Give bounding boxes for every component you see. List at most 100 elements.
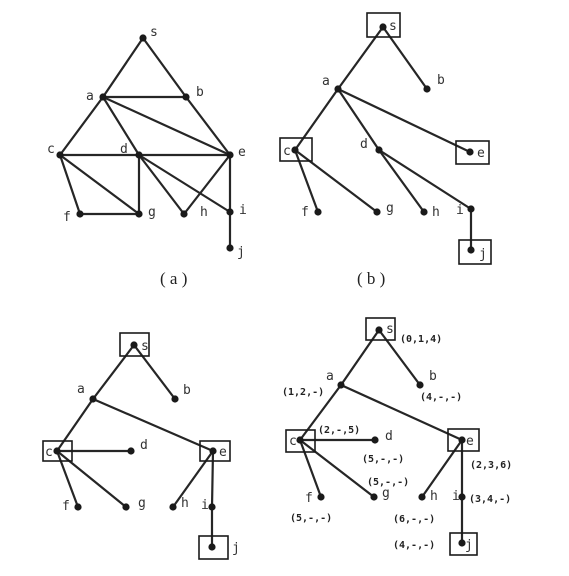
label-d: d	[140, 438, 148, 453]
label-a: a	[326, 369, 334, 384]
node-h	[418, 493, 426, 501]
edge-s-a	[91, 343, 136, 401]
annotation-g: (5,-,-)	[367, 477, 409, 488]
node-b	[182, 93, 190, 101]
annotation-f: (5,-,-)	[290, 513, 332, 524]
node-g	[373, 208, 381, 216]
label-c: c	[47, 142, 55, 157]
annotation-i: (3,4,-)	[469, 494, 511, 505]
node-s	[130, 341, 138, 349]
node-e	[466, 148, 474, 156]
node-g	[370, 493, 378, 501]
node-f	[314, 208, 322, 216]
edge-e-i	[210, 449, 215, 509]
label-j: j	[479, 247, 487, 262]
edge-c-g	[298, 438, 376, 499]
edge-a-e	[336, 87, 472, 154]
annotation-s: (0,1,4)	[400, 334, 442, 345]
label-a: a	[77, 382, 85, 397]
node-d	[127, 447, 135, 455]
caption-a: ( a )	[160, 269, 187, 288]
annotation-b: (4,-,-)	[420, 392, 462, 403]
box-s	[366, 12, 401, 38]
label-e: e	[466, 434, 474, 449]
edge-d-i	[377, 148, 473, 211]
node-d	[375, 146, 383, 154]
edge-c-g	[58, 153, 141, 216]
node-b	[171, 395, 179, 403]
node-j	[467, 246, 475, 254]
box-c	[42, 440, 73, 462]
annotation-e: (2,3,6)	[470, 460, 512, 471]
edge-d-h	[137, 153, 186, 216]
edge-a-e	[101, 95, 232, 157]
node-g	[122, 503, 130, 511]
edge-a-c	[293, 87, 340, 152]
label-b: b	[183, 383, 191, 398]
node-s	[379, 23, 387, 31]
label-i: i	[456, 203, 464, 218]
label-c: c	[283, 144, 291, 159]
node-i	[208, 503, 216, 511]
label-j: j	[232, 541, 240, 556]
node-e	[458, 436, 466, 444]
label-g: g	[138, 496, 146, 511]
edge-s-a	[101, 36, 145, 99]
label-s: s	[386, 322, 394, 337]
label-i: i	[201, 498, 209, 513]
box-e	[455, 140, 490, 165]
edge-e-h	[420, 438, 464, 499]
label-j: j	[465, 538, 473, 553]
edge-c-f	[58, 153, 82, 216]
edge-s-b	[377, 328, 422, 387]
node-g	[135, 210, 143, 218]
edge-b-e	[184, 95, 232, 157]
label-j: j	[237, 245, 245, 260]
label-d: d	[385, 429, 393, 444]
label-b: b	[196, 85, 204, 100]
node-d	[371, 436, 379, 444]
label-h: h	[200, 205, 208, 220]
node-f	[76, 210, 84, 218]
box-j	[449, 532, 478, 556]
annotation-a: (1,2,-)	[282, 387, 324, 398]
annotation-h: (6,-,-)	[393, 514, 435, 525]
panel-a-graph: s a b c d e f g h i j ( a )	[47, 25, 247, 288]
box-c	[285, 429, 316, 453]
node-d	[135, 151, 143, 159]
label-b: b	[429, 369, 437, 384]
label-a: a	[86, 89, 94, 104]
edge-a-d	[336, 87, 381, 152]
label-i: i	[452, 489, 460, 504]
panel-d-tree: s a b c d e f g h i j (0,1,4) (1,2,-) (4…	[282, 317, 512, 556]
node-a	[99, 93, 107, 101]
edge-a-d	[101, 95, 141, 157]
node-i	[458, 493, 466, 501]
label-f: f	[63, 210, 71, 225]
label-h: h	[430, 489, 438, 504]
caption-b: ( b )	[357, 269, 385, 288]
node-j	[208, 543, 216, 551]
box-e	[447, 428, 480, 452]
label-d: d	[360, 137, 368, 152]
node-b	[416, 381, 424, 389]
box-j	[458, 239, 492, 265]
node-c	[56, 151, 64, 159]
box-s	[119, 332, 150, 357]
node-c	[296, 436, 304, 444]
node-e	[226, 151, 234, 159]
edge-a-c	[298, 383, 343, 442]
edge-s-a	[339, 328, 381, 387]
box-e	[199, 440, 231, 462]
label-g: g	[148, 205, 156, 220]
label-b: b	[437, 73, 445, 88]
panel-b-tree: s a b c d e f g h i j ( b )	[279, 12, 492, 288]
edge-d-i	[137, 153, 232, 214]
node-j	[226, 244, 234, 252]
label-i: i	[239, 203, 247, 218]
annotation-d: (5,-,-)	[362, 454, 404, 465]
node-a	[337, 381, 345, 389]
edge-a-c	[55, 397, 95, 453]
